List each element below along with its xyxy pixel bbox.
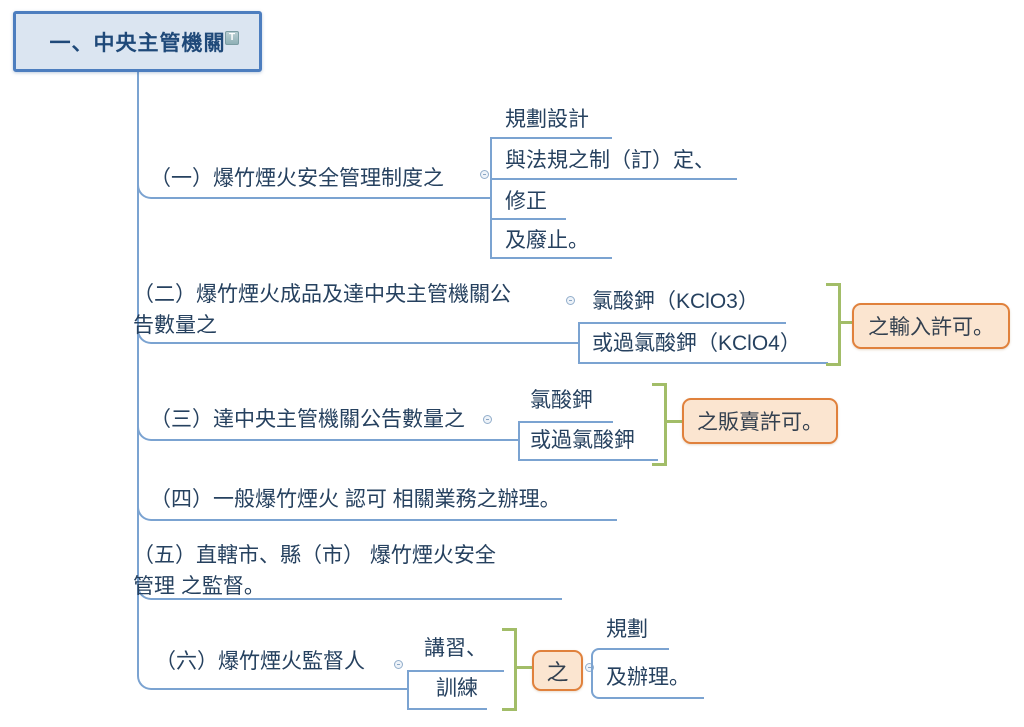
summary-bracket xyxy=(664,383,667,466)
child-topic[interactable]: 及辦理。 xyxy=(606,666,690,689)
root-topic-label: 一、中央主管機關 xyxy=(49,31,226,55)
child-connector xyxy=(490,137,492,258)
summary-bracket xyxy=(667,420,682,423)
branch-topic[interactable]: （四）一般爆竹煙火 認可 相關業務之辦理。 xyxy=(150,488,561,511)
summary-bracket xyxy=(826,363,838,366)
child-connector xyxy=(518,421,520,459)
child-connector xyxy=(490,218,566,220)
summary-bracket xyxy=(517,666,532,669)
child-connector xyxy=(599,697,704,699)
child-topic[interactable]: 氯酸鉀 xyxy=(530,389,593,412)
branch-topic[interactable]: （五）直轄市、縣（市） 爆竹煙火安全 管理 之監督。 xyxy=(133,544,496,598)
summary-bracket xyxy=(502,628,514,631)
child-connector xyxy=(518,459,658,461)
collapse-button[interactable] xyxy=(394,660,403,669)
child-connector xyxy=(518,421,613,423)
child-connector xyxy=(591,667,601,699)
child-topic[interactable]: 與法規之制（訂）定、 xyxy=(505,149,715,172)
summary-bracket xyxy=(838,283,841,366)
child-topic[interactable]: 修正 xyxy=(505,190,547,213)
child-connector xyxy=(490,257,612,259)
child-connector xyxy=(407,670,504,672)
collapse-button[interactable] xyxy=(480,170,489,179)
summary-bracket xyxy=(652,463,664,466)
child-connector xyxy=(599,648,669,650)
collapse-button[interactable] xyxy=(566,296,575,305)
summary-bracket xyxy=(826,283,838,286)
topic-marker-icon[interactable]: T xyxy=(225,31,239,45)
child-connector xyxy=(490,178,737,180)
child-connector xyxy=(578,322,786,324)
collapse-button[interactable] xyxy=(483,415,492,424)
summary-topic[interactable]: 之 xyxy=(532,650,583,691)
branch-topic[interactable]: （一）爆竹煙火安全管理制度之 xyxy=(150,167,444,190)
child-topic[interactable]: 規劃 xyxy=(606,618,648,641)
summary-topic[interactable]: 之販賣許可。 xyxy=(682,398,838,444)
summary-topic[interactable]: 之輸入許可。 xyxy=(852,303,1010,349)
branch-topic[interactable]: （六）爆竹煙火監督人 xyxy=(155,650,365,673)
branch-topic[interactable]: （三）達中央主管機關公告數量之 xyxy=(150,408,465,431)
child-topic[interactable]: 氯酸鉀（KClO3） xyxy=(592,290,759,313)
child-connector xyxy=(407,670,409,708)
root-topic[interactable]: 一、中央主管機關 T xyxy=(13,11,262,72)
summary-bracket xyxy=(841,321,852,324)
child-connector xyxy=(591,648,601,668)
summary-bracket xyxy=(652,383,664,386)
branch-connector xyxy=(137,70,409,690)
child-topic[interactable]: 或過氯酸鉀（KClO4） xyxy=(592,332,801,355)
child-connector xyxy=(407,708,487,710)
branch-topic[interactable]: （二）爆竹煙火成品及達中央主管機關公 告數量之 xyxy=(133,283,511,337)
summary-bracket xyxy=(502,708,514,711)
summary-bracket xyxy=(514,628,517,711)
child-topic[interactable]: 或過氯酸鉀 xyxy=(530,429,635,452)
child-connector xyxy=(490,137,612,139)
child-topic[interactable]: 講習、 xyxy=(424,637,487,660)
child-topic[interactable]: 及廢止。 xyxy=(505,229,589,252)
child-topic[interactable]: 訓練 xyxy=(436,677,478,700)
child-connector xyxy=(578,322,580,362)
child-connector xyxy=(578,362,828,364)
child-topic[interactable]: 規劃設計 xyxy=(505,108,589,131)
